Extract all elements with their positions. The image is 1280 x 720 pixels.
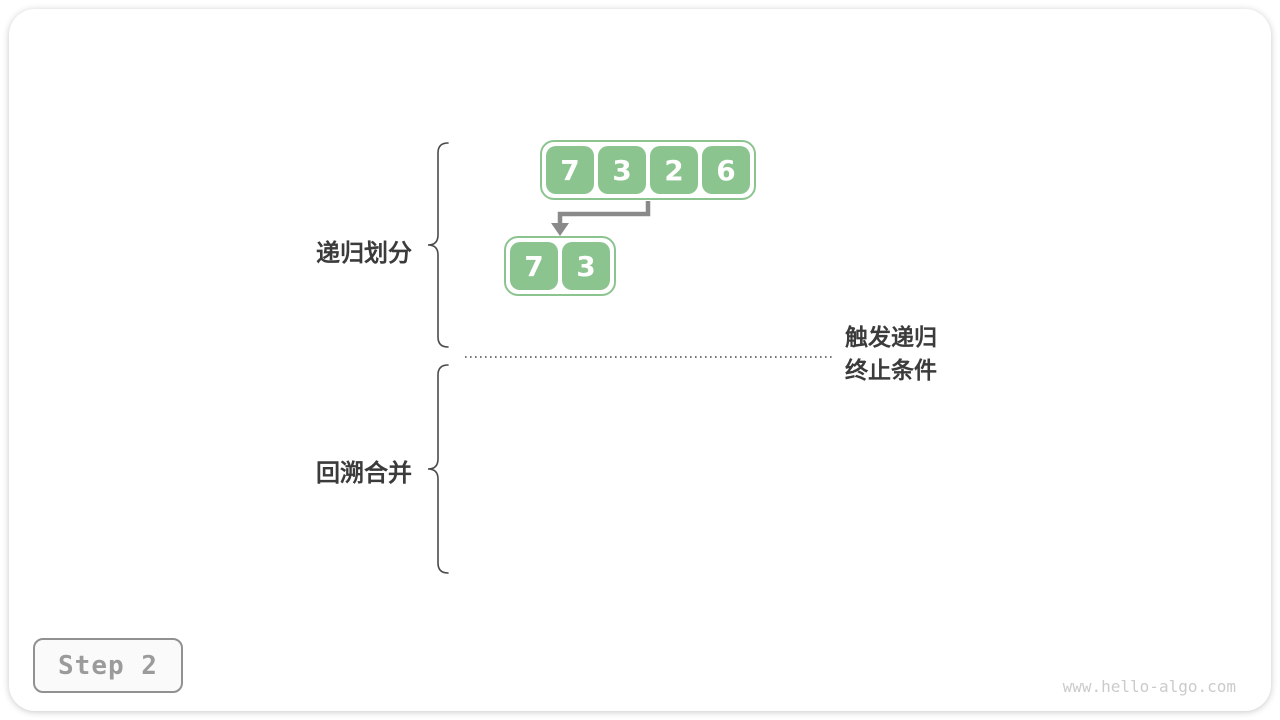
termination-annotation-line1: 触发递归 — [845, 325, 937, 351]
array-cell: 6 — [702, 146, 750, 194]
array-cell: 7 — [510, 242, 558, 290]
phase-label-merge: 回溯合并 — [316, 459, 412, 487]
array-cell: 2 — [650, 146, 698, 194]
array-cell: 7 — [546, 146, 594, 194]
step-badge: Step 2 — [33, 638, 183, 693]
phase-label-divide: 递归划分 — [316, 239, 412, 267]
array-cell: 3 — [562, 242, 610, 290]
watermark-text: www.hello-algo.com — [1062, 677, 1236, 696]
termination-annotation: 触发递归 终止条件 — [845, 322, 937, 388]
canvas-card — [9, 9, 1271, 711]
array-level-1: 7 3 2 6 — [540, 140, 756, 200]
termination-annotation-line2: 终止条件 — [845, 358, 937, 384]
array-level-2: 7 3 — [504, 236, 616, 296]
array-cell: 3 — [598, 146, 646, 194]
